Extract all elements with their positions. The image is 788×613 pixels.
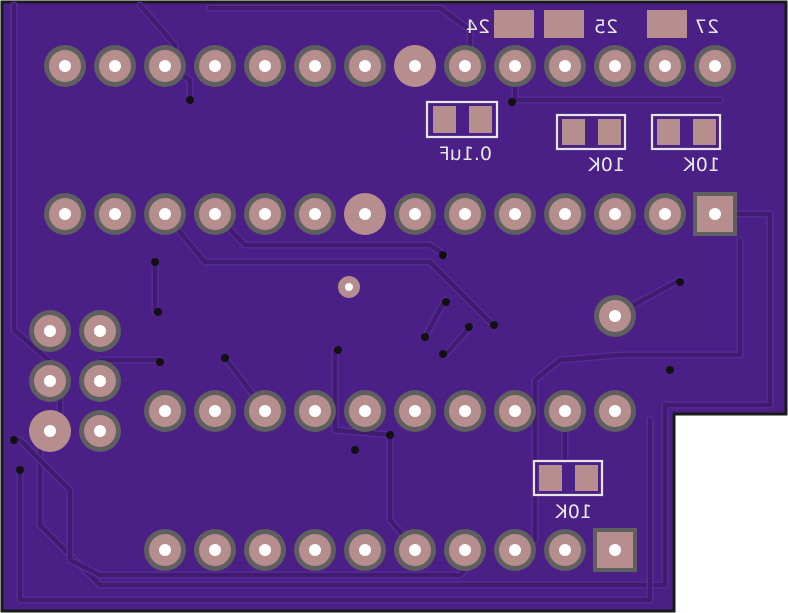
vias: [10, 96, 684, 474]
smd-resistor-bottom: [532, 459, 604, 497]
pin-pad-highlight: [344, 193, 386, 235]
label-pin-25: 25: [594, 16, 618, 38]
header-2x3: [29, 310, 121, 452]
pin-pad: [644, 45, 686, 87]
header-row-second: [44, 192, 737, 236]
label-res-a: 10K: [588, 154, 625, 176]
pin-pad: [144, 45, 186, 87]
pin-pad: [494, 45, 536, 87]
pin-pad: [594, 45, 636, 87]
pin-pad: [494, 193, 536, 235]
mounting-hole: [338, 276, 360, 298]
pin-pad: [294, 193, 336, 235]
pin-pad: [94, 45, 136, 87]
pin-pad: [194, 193, 236, 235]
header-row-top: [44, 45, 736, 87]
pin-pad: [44, 193, 86, 235]
pin-pad: [244, 45, 286, 87]
smd-cap-0.1uF: [425, 100, 499, 139]
pin-pad: [594, 193, 636, 235]
pin-pad-highlight: [394, 45, 436, 87]
pin-pad: [344, 45, 386, 87]
header-row-third: [144, 390, 636, 432]
pin-pad: [394, 193, 436, 235]
label-pin-27: 27: [695, 16, 719, 38]
label-pin-24: 24: [466, 16, 490, 38]
pin-pad-square: [693, 192, 737, 236]
pin-pad: [44, 45, 86, 87]
pin-pad: [144, 193, 186, 235]
pin-pad: [544, 193, 586, 235]
pin-pad: [244, 193, 286, 235]
pin-pad: [594, 295, 636, 337]
pin-pad: [194, 45, 236, 87]
header-row-bottom: [144, 528, 637, 572]
jumper-pads-top: [494, 10, 687, 38]
pin-pad: [294, 45, 336, 87]
pin-pad: [644, 193, 686, 235]
label-cap: 0.1uF: [439, 143, 492, 165]
pin-pad: [444, 45, 486, 87]
smd-resistor-a: [555, 113, 627, 151]
pin-pad: [544, 45, 586, 87]
label-res-bottom: 10K: [555, 501, 592, 523]
pin-pad: [94, 193, 136, 235]
smd-resistor-b: [650, 113, 722, 151]
label-res-b: 10K: [683, 154, 720, 176]
pin-pad: [694, 45, 736, 87]
pin-pad: [444, 193, 486, 235]
